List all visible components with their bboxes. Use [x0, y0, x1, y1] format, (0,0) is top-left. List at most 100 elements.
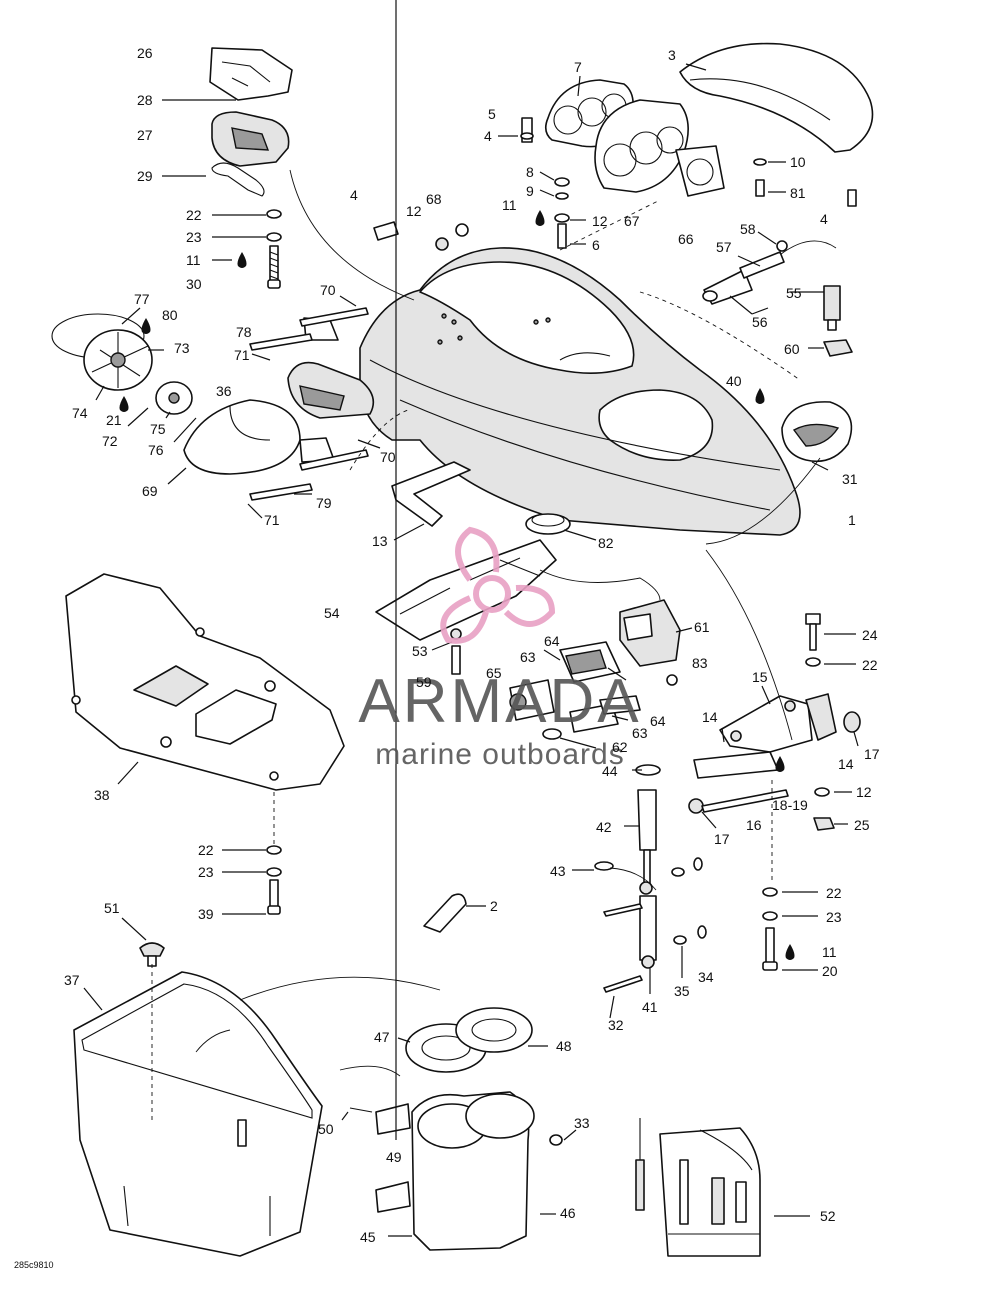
callout: 25: [854, 817, 870, 833]
callout: 4: [484, 128, 492, 144]
callout: 20: [822, 963, 838, 979]
tool-kit: [635, 1118, 761, 1257]
callout: 71: [234, 347, 250, 363]
gauge-cluster: [520, 79, 725, 249]
callout: 22: [186, 207, 202, 223]
armada-watermark: ARMADA marine outboards: [358, 526, 641, 771]
latch-assembly: [209, 47, 293, 289]
callout: 55: [786, 285, 802, 301]
callout: 75: [150, 421, 166, 437]
sealing-ring: [525, 513, 571, 535]
vent-grille: [781, 401, 853, 463]
latch-cable: [702, 240, 853, 357]
callout: 14: [838, 756, 854, 772]
callout: 41: [642, 999, 658, 1015]
callout: 45: [360, 1229, 376, 1245]
callout: 22: [198, 842, 214, 858]
callout: 43: [550, 863, 566, 879]
callout: 78: [236, 324, 252, 340]
part-drawings: [51, 42, 874, 1257]
callout: 29: [137, 168, 153, 184]
callout: 81: [790, 185, 806, 201]
drop-icon: [141, 318, 151, 334]
callout: 27: [137, 127, 153, 143]
callout: 42: [596, 819, 612, 835]
hatch-covers: [405, 1007, 533, 1073]
callout: 39: [198, 906, 214, 922]
callout: 2: [490, 898, 498, 914]
callout: 16: [746, 817, 762, 833]
callout: 4: [820, 211, 828, 227]
callout: 74: [72, 405, 88, 421]
callout: 13: [372, 533, 388, 549]
windshield: [679, 42, 874, 207]
callout: 31: [842, 471, 858, 487]
callout: 69: [142, 483, 158, 499]
callout: 52: [820, 1208, 836, 1224]
callout: 33: [574, 1115, 590, 1131]
callout-labels: 26 28 27 29 22 23 11 30 7 5 4 8 9 11 12 …: [64, 45, 880, 1245]
callout: 21: [106, 412, 122, 428]
callout: 14: [702, 709, 718, 725]
callout: 17: [864, 746, 880, 762]
side-reflector-assembly: [51, 307, 375, 501]
callout: 63: [520, 649, 536, 665]
callout: 8: [526, 164, 534, 180]
switch-module: [509, 599, 681, 740]
callout: 12: [592, 213, 608, 229]
callout: 22: [826, 885, 842, 901]
drop-icon: [535, 210, 545, 226]
callout: 59: [416, 674, 432, 690]
callout: 82: [598, 535, 614, 551]
callout: 17: [714, 831, 730, 847]
callout: 53: [412, 643, 428, 659]
drawing-code: 285c9810: [14, 1260, 54, 1270]
callout: 36: [216, 383, 232, 399]
callout: 56: [752, 314, 768, 330]
callout: 76: [148, 442, 164, 458]
callout: 63: [632, 725, 648, 741]
storage-bin: [73, 942, 323, 1257]
callout: 18-19: [772, 797, 808, 813]
callout: 50: [318, 1121, 334, 1137]
callout: 44: [602, 763, 618, 779]
watermark-tagline: marine outboards: [375, 738, 624, 771]
callout: 49: [386, 1149, 402, 1165]
drop-icon: [785, 944, 795, 960]
callout: 7: [574, 59, 582, 75]
callout: 71: [264, 512, 280, 528]
watermark-brand: ARMADA: [358, 667, 641, 736]
callout: 57: [716, 239, 732, 255]
callout: 24: [862, 627, 878, 643]
callout: 4: [350, 187, 358, 203]
callout: 48: [556, 1038, 572, 1054]
drop-icon: [755, 388, 765, 404]
callout: 38: [94, 787, 110, 803]
callout: 28: [137, 92, 153, 108]
callout: 62: [612, 739, 628, 755]
callout: 11: [822, 944, 837, 960]
callout: 11: [186, 252, 201, 268]
callout: 15: [752, 669, 768, 685]
callout: 5: [488, 106, 496, 122]
callout: 30: [186, 276, 202, 292]
callout: 22: [862, 657, 878, 673]
callout: 47: [374, 1029, 390, 1045]
callout: 65: [486, 665, 502, 681]
mounting-plate: [375, 539, 557, 675]
callout: 80: [162, 307, 178, 323]
hood-screws: [373, 221, 469, 251]
callout: 46: [560, 1205, 576, 1221]
storage-compartment: [349, 1091, 563, 1251]
callout: 10: [790, 154, 806, 170]
callout: 51: [104, 900, 120, 916]
mounting-bracket: [391, 461, 471, 527]
callout: 79: [316, 495, 332, 511]
callout: 70: [380, 449, 396, 465]
callout: 64: [544, 633, 560, 649]
callout: 35: [674, 983, 690, 999]
callout: 37: [64, 972, 80, 988]
lubricant-drop-icons: [119, 210, 795, 960]
assembly-route-lines: [151, 169, 821, 1120]
